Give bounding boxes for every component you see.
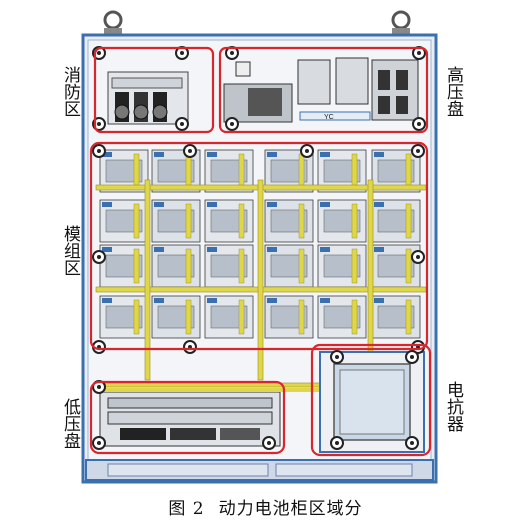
hv-box-equipment: YC [223,57,419,123]
bolt-center [97,385,101,389]
region-fire-zone [93,46,215,134]
fire-zone-label: 消防区 [60,66,80,117]
region-lv-box [89,380,286,455]
region-module-zone [89,141,429,351]
bolt-center [335,441,339,445]
hv-box-label: 高压盘 [443,66,463,117]
battery-module [264,199,314,243]
lifting-eye-left [103,10,123,36]
battery-module [99,199,149,243]
bolt-center [230,122,234,126]
battery-module [99,244,149,288]
lifting-eye-right [391,10,411,36]
bolt-center [416,149,420,153]
hv-tag-text: YC [324,114,334,121]
bolt-center [305,149,309,153]
figure-title: 动力电池柜区域分 [218,499,363,519]
battery-module [317,295,367,339]
bolt-center [180,122,184,126]
region-reactor [310,343,432,457]
battery-module [371,295,421,339]
battery-module [317,199,367,243]
figure-caption: 图 2 动力电池柜区域分 [0,494,531,519]
bolt-center [417,122,421,126]
bolt-center [267,441,271,445]
reactor-label: 电抗器 [443,381,463,432]
reactor-equipment [319,351,425,453]
battery-module [264,244,314,288]
figure-number: 图 2 [168,499,205,519]
bolt-center [97,255,101,259]
battery-module [151,199,201,243]
battery-module [371,199,421,243]
bolt-center [97,51,101,55]
module-zone-label: 模组区 [60,225,80,276]
region-outlines [89,46,432,457]
bolt-center [97,149,101,153]
lv-box-equipment [98,388,326,447]
battery-module [99,295,149,339]
battery-module [204,199,254,243]
bolt-center [410,441,414,445]
bolt-center [97,122,101,126]
battery-module [317,244,367,288]
bolt-center [230,51,234,55]
bolt-center [416,255,420,259]
module-grid [99,149,421,339]
bolt-center [97,441,101,445]
lv-box-label: 低压盘 [60,398,80,449]
battery-module [264,295,314,339]
bolt-center [188,149,192,153]
bolt-center [180,51,184,55]
bolt-center [417,51,421,55]
bolt-center [335,355,339,359]
battery-module [204,295,254,339]
fire-zone-equipment [107,71,189,125]
battery-module [371,244,421,288]
battery-module [151,295,201,339]
battery-module [204,244,254,288]
bolt-center [410,355,414,359]
region-hv-box [218,46,429,134]
battery-module [151,244,201,288]
